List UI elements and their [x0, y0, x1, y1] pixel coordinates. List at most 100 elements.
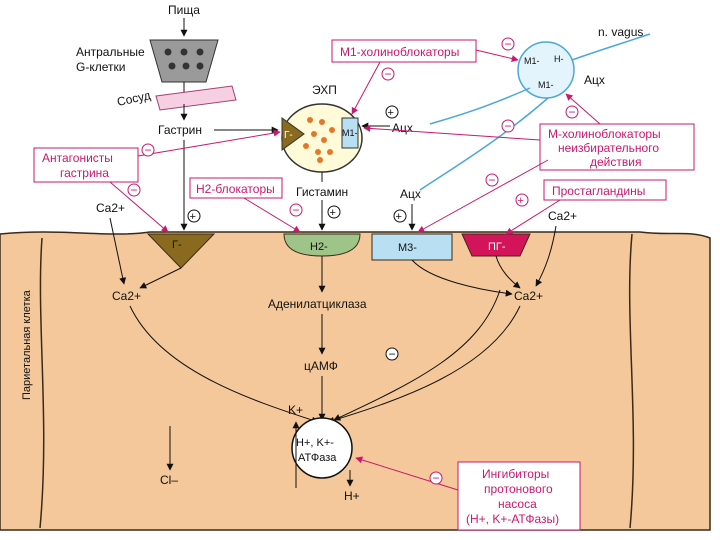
vagus-nerve: [571, 33, 651, 61]
k-plus-label: K+: [288, 403, 303, 417]
gastrin-receptor: [146, 233, 216, 269]
cell-label: Париетальная клетка: [21, 289, 33, 400]
gastrin-receptor-label: Г-: [172, 239, 182, 251]
m1-blockers-box: [331, 39, 477, 63]
ganglion-h: H-: [554, 54, 564, 64]
ach-ecl-plus: [385, 105, 399, 119]
ppi-text-1: Ингибиторы: [482, 467, 549, 481]
gastrin-antagonists-text-2: гастрина: [60, 166, 109, 180]
ppi-text-2: протонового: [484, 482, 553, 496]
cell-boundary-left: [39, 237, 45, 529]
antagonists-to-ecl: [137, 129, 281, 157]
gastrin-antagonists-box: [33, 147, 139, 183]
ca-left-in: Ca2+: [112, 289, 141, 303]
prostaglandins-text: Простагландины: [552, 184, 645, 198]
g-to-ca-arrow: [139, 267, 182, 289]
h2-blockers-to-h2: [243, 197, 301, 233]
h-plus-label: H+: [344, 489, 360, 503]
ca-right-to-atpase: [327, 305, 521, 424]
m-nonselective-to-m3: [417, 159, 549, 233]
ach-vagus-label: Ацх: [584, 73, 605, 87]
prostaglandins-to-pg: [505, 199, 561, 235]
ca-right-in: Ca2+: [514, 289, 543, 303]
svg-text:−: −: [489, 173, 496, 187]
ecl-gastrin-receptor: [281, 117, 305, 151]
cell-boundary-right: [628, 233, 635, 529]
ach-ecl-plus-text: +: [388, 107, 394, 119]
ppi-to-atpase: [355, 456, 459, 491]
m3-to-ca-arrow: [411, 259, 513, 297]
ca-left-arrow: [109, 217, 127, 285]
ach-m3-label: Ацх: [400, 187, 421, 201]
prostaglandins-box: [543, 179, 667, 201]
h2-blockers-box: [189, 177, 283, 199]
svg-text:−: −: [131, 183, 138, 197]
m1-blockers-to-ecl: [351, 61, 381, 115]
adenylate-label: Аденилатциклаза: [268, 297, 367, 311]
ecl-granules: [303, 117, 335, 163]
ecl-m1-receptor: [341, 117, 359, 149]
m1-blockers-text: M1-холиноблокаторы: [340, 45, 459, 59]
svg-text:−: −: [505, 119, 512, 133]
svg-text:−: −: [505, 37, 512, 51]
m-nonselective-text-3: действия: [590, 155, 641, 169]
atpase-label-1: H+, K+-: [296, 437, 334, 449]
histamine-label: Гистамин: [296, 185, 348, 199]
atpase-label-2: АТФаза: [298, 452, 337, 464]
antagonists-to-g-receptor: [109, 181, 169, 233]
m-nonselective-text-1: М-холиноблокаторы: [548, 127, 661, 141]
parietal-cell: [0, 231, 711, 531]
camp-minus-text: −: [389, 347, 396, 361]
ca-right-top: Ca2+: [548, 209, 577, 223]
svg-text:−: −: [145, 143, 152, 157]
antral-g-cells: [149, 39, 219, 83]
vessel-label: Сосуд: [116, 88, 152, 109]
h2-blockers-text: H2-блокаторы: [196, 182, 275, 196]
ach-m3-plus-text: +: [396, 211, 402, 223]
gastrin-label: Гастрин: [158, 123, 202, 137]
ganglion-m1-b: M1-: [538, 80, 554, 90]
pg-receptor-label: ПГ-: [488, 241, 506, 253]
m3-cascade-arrow: [333, 289, 501, 421]
ecl-label: ЭХП: [312, 83, 337, 97]
fiber-to-ecl: [429, 87, 531, 125]
svg-text:+: +: [518, 195, 524, 207]
ecl-g-label: Г-: [284, 130, 293, 141]
ecl-m1-label: M1-: [342, 128, 358, 138]
ppi-text-4: (H+, K+-АТФазы): [466, 512, 559, 526]
ppi-text-3: насоса: [498, 497, 537, 511]
histamine-plus-text: +: [330, 207, 336, 219]
vagus-label: n. vagus: [598, 25, 643, 39]
vagus-ganglion: [517, 41, 575, 99]
m3-receptor-label: M3-: [398, 242, 417, 254]
proton-pump: [291, 417, 353, 479]
m-nonselective-box: [539, 123, 695, 171]
h2-receptor: [283, 233, 361, 257]
ca-left-top: Ca2+: [96, 201, 125, 215]
h2-receptor-label: H2-: [310, 241, 328, 253]
food-label: Пища: [168, 3, 200, 17]
m-nonselective-text-2: неизбирательного: [558, 141, 659, 155]
antral-label-1: Антральные: [76, 45, 145, 59]
ach-ecl-label: Ацх: [392, 121, 413, 135]
antral-label-2: G-клетки: [76, 60, 125, 74]
m-nonselective-to-ecl: [363, 124, 541, 141]
camp-minus: [385, 347, 399, 361]
ganglion-m1-a: M1-: [524, 56, 540, 66]
inhibition-signs: − − − − − − − − − +: [127, 37, 579, 485]
svg-text:−: −: [433, 471, 440, 485]
gastrin-antagonists-text-1: Антагонисты: [42, 151, 113, 165]
ca-left-to-atpase: [129, 305, 319, 424]
blood-vessel: [155, 85, 237, 111]
cl-label: Cl–: [160, 473, 178, 487]
gastrin-plus-sign: [187, 209, 201, 223]
fiber-to-m3: [419, 97, 549, 191]
ca-right-arrow: [535, 225, 557, 287]
svg-text:−: −: [293, 203, 300, 217]
m-nonselective-to-ganglion: [565, 93, 601, 125]
histamine-plus: [327, 205, 341, 219]
ach-m3-plus: [393, 209, 407, 223]
svg-text:−: −: [569, 105, 576, 119]
